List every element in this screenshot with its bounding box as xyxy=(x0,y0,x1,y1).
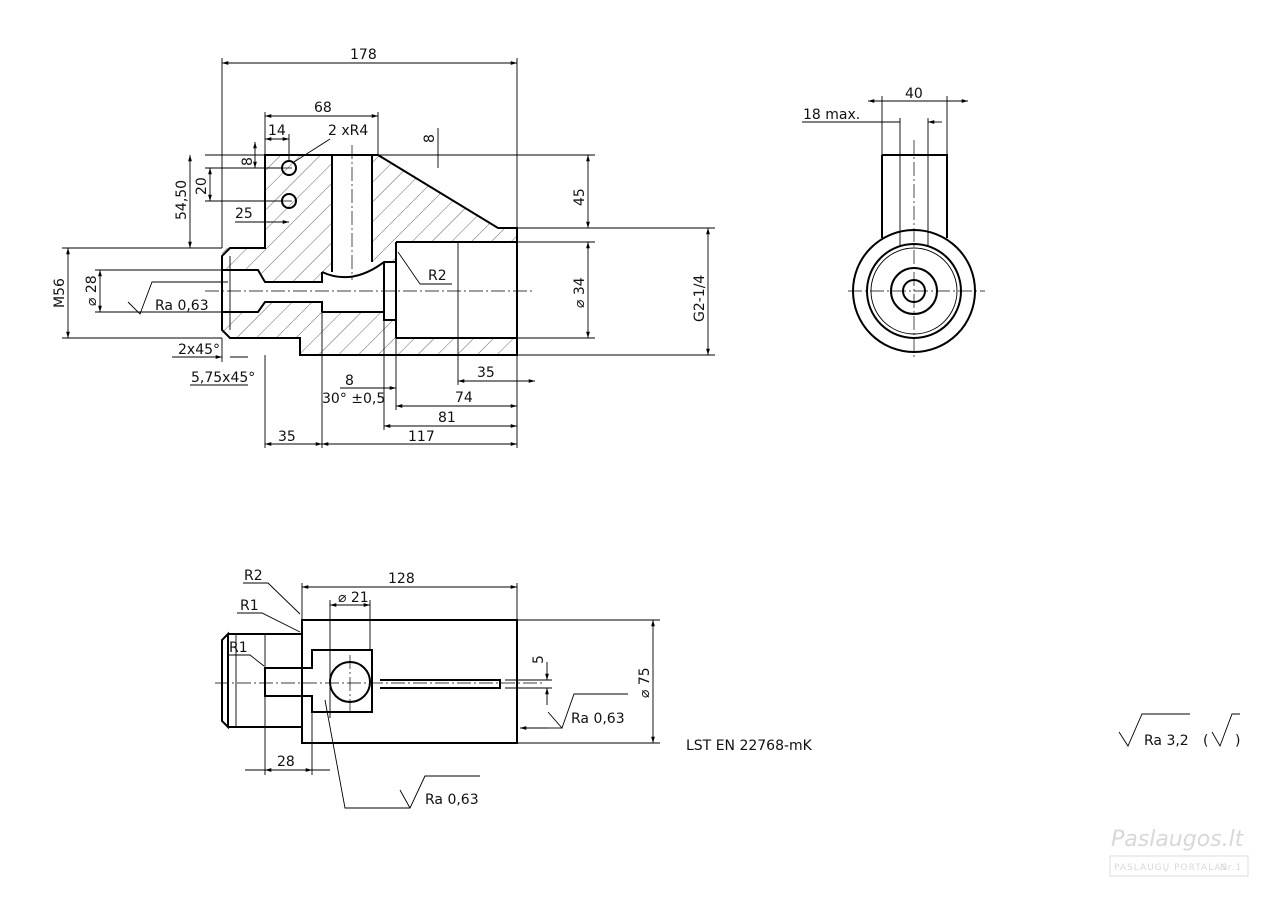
top-view-t-slot xyxy=(264,649,373,713)
dim-8-left: 8 xyxy=(240,157,256,166)
dim-r1-a: R1 xyxy=(240,598,259,614)
dim-68: 68 xyxy=(314,100,332,116)
watermark-tagline: PASLAUGŲ PORTALAS xyxy=(1114,863,1228,873)
dim-28: 28 xyxy=(277,754,295,770)
top-view-slit xyxy=(380,679,501,689)
side-section-view: 178 68 14 2 xR4 8 8 20 54,50 25 45 M56 ⌀… xyxy=(52,47,715,448)
dim-128: 128 xyxy=(388,571,415,587)
vertical-channel xyxy=(331,155,373,272)
top-view-dimension-lines xyxy=(228,582,660,809)
side-dimension-lines xyxy=(62,58,715,448)
dim-117: 117 xyxy=(408,429,435,445)
dim-g2: G2-1/4 xyxy=(692,275,708,322)
dim-m56: M56 xyxy=(52,278,68,308)
general-roughness-open: ( xyxy=(1203,733,1208,749)
roughness-inlet: Ra 0,63 xyxy=(155,298,209,314)
body-outline xyxy=(221,154,518,356)
dim-r2: R2 xyxy=(428,268,447,284)
dim-8-top: 8 xyxy=(422,134,438,143)
dim-40: 40 xyxy=(905,86,923,102)
general-roughness-value: Ra 3,2 xyxy=(1144,733,1189,749)
dim-20: 20 xyxy=(194,177,210,195)
dim-holes: 2 xR4 xyxy=(328,123,368,139)
dim-dia28: ⌀ 28 xyxy=(84,275,100,306)
dim-35-bottom: 35 xyxy=(278,429,296,445)
dim-74: 74 xyxy=(455,390,473,406)
end-view-dimension-lines xyxy=(802,96,968,155)
end-view: 40 18 max. xyxy=(802,86,985,360)
dim-dia21: ⌀ 21 xyxy=(338,590,369,606)
top-view-body xyxy=(301,619,518,744)
roughness-bottom: Ra 0,63 xyxy=(425,792,479,808)
dim-dia75: ⌀ 75 xyxy=(637,667,653,698)
dim-chamfer2: 5,75x45° xyxy=(191,370,255,386)
dim-178: 178 xyxy=(350,47,377,63)
dim-5: 5 xyxy=(531,655,547,664)
roughness-right: Ra 0,63 xyxy=(571,711,625,727)
general-roughness-symbol: Ra 3,2 ( ) xyxy=(1118,713,1240,749)
section-hatch-lower xyxy=(222,302,517,355)
end-view-flange xyxy=(881,154,948,238)
outlet-bore xyxy=(383,241,517,339)
dim-45: 45 xyxy=(572,188,588,206)
dim-angle: 30° ±0,5 xyxy=(322,391,385,407)
watermark: Paslaugos.lt PASLAUGŲ PORTALAS Nr.1 xyxy=(1109,827,1249,877)
dim-dia34: ⌀ 34 xyxy=(572,277,588,308)
dim-chamfer1: 2x45° xyxy=(178,342,220,358)
dim-14: 14 xyxy=(268,123,286,139)
section-hatch-upper-right xyxy=(372,155,517,262)
dim-r1-b: R1 xyxy=(229,640,248,656)
section-hatch-upper xyxy=(222,155,332,282)
inlet-bore xyxy=(222,269,323,313)
dim-25: 25 xyxy=(235,206,253,222)
top-view: R2 R1 R1 128 ⌀ 21 5 ⌀ 75 28 Ra 0,63 Ra 0… xyxy=(215,568,660,809)
dim-8-bottom: 8 xyxy=(345,373,354,389)
dim-18max: 18 max. xyxy=(803,107,860,123)
watermark-rank: Nr.1 xyxy=(1220,863,1242,873)
general-roughness-close: ) xyxy=(1235,733,1240,749)
dim-81: 81 xyxy=(438,410,456,426)
watermark-brand: Paslaugos.lt xyxy=(1111,827,1245,852)
dim-35-right: 35 xyxy=(477,365,495,381)
dim-54-50: 54,50 xyxy=(174,180,190,220)
tolerance-standard: LST EN 22768-mK xyxy=(686,738,813,754)
dim-r2-top: R2 xyxy=(244,568,263,584)
